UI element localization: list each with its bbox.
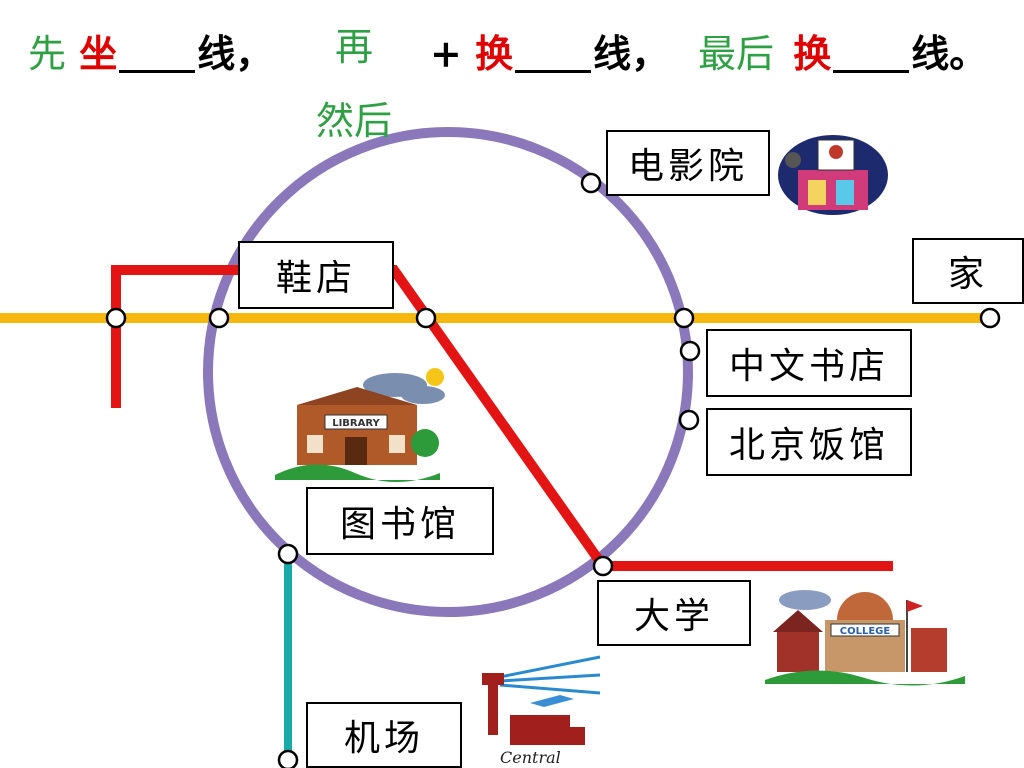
prompt-first: 先 <box>28 32 67 76</box>
library-clipart: LIBRARY <box>275 368 445 482</box>
airport-sign: Central <box>500 748 561 767</box>
prompt-finally: 最后 <box>698 32 775 76</box>
blank-third-line[interactable] <box>833 30 910 73</box>
prompt-plus: + <box>430 31 462 76</box>
label-shoe-store[interactable]: 鞋店 <box>238 241 394 309</box>
prompt-then-bottom: 然后 <box>315 99 392 144</box>
prompt-line2: 线， <box>593 31 670 76</box>
station-dot-shoe-store[interactable] <box>415 307 437 329</box>
station-dot-shoe-store-transfer[interactable] <box>208 307 230 329</box>
label-cinema[interactable]: 电影院 <box>606 130 770 196</box>
blank-first-line[interactable] <box>119 30 196 73</box>
station-dot-university[interactable] <box>592 555 614 577</box>
blank-second-line[interactable] <box>515 30 592 73</box>
college-sign: COLLEGE <box>840 626 891 637</box>
prompt-change2: 换 <box>793 31 832 76</box>
prompt-line3: 线。 <box>911 31 988 76</box>
circle-line <box>203 127 693 617</box>
prompt-change: 换 <box>475 31 514 76</box>
label-airport[interactable]: 机场 <box>306 702 462 768</box>
label-beijing-restaurant[interactable]: 北京饭馆 <box>706 408 912 476</box>
station-dot-west[interactable] <box>105 307 127 329</box>
label-university[interactable]: 大学 <box>597 580 751 646</box>
prompt-part-1: 先 坐 线， <box>28 30 273 110</box>
station-dot-cinema[interactable] <box>580 172 602 194</box>
station-dot-beijing-restaurant[interactable] <box>678 409 700 431</box>
airport-clipart: Central <box>482 655 601 767</box>
prompt-then: 再 然后 <box>313 10 395 158</box>
station-dot-library[interactable] <box>277 543 299 565</box>
label-chinese-bookstore[interactable]: 中文书店 <box>706 329 912 397</box>
label-home[interactable]: 家 <box>912 238 1024 304</box>
cinema-clipart <box>778 135 888 215</box>
prompt-part-2: + 换 线， <box>430 30 669 110</box>
prompt-then-top: 再 <box>334 25 373 69</box>
library-sign: LIBRARY <box>332 418 380 429</box>
station-dot-circle-east[interactable] <box>673 307 695 329</box>
college-clipart: COLLEGE <box>765 590 965 686</box>
prompt-line: 线， <box>197 31 274 76</box>
prompt-part-3: 最后 换 线。 <box>698 30 987 110</box>
station-dot-airport[interactable] <box>277 749 299 768</box>
prompt-sit: 坐 <box>79 31 118 76</box>
station-dot-home[interactable] <box>979 307 1001 329</box>
label-library[interactable]: 图书馆 <box>306 487 494 555</box>
station-dot-chinese-bookstore[interactable] <box>679 340 701 362</box>
